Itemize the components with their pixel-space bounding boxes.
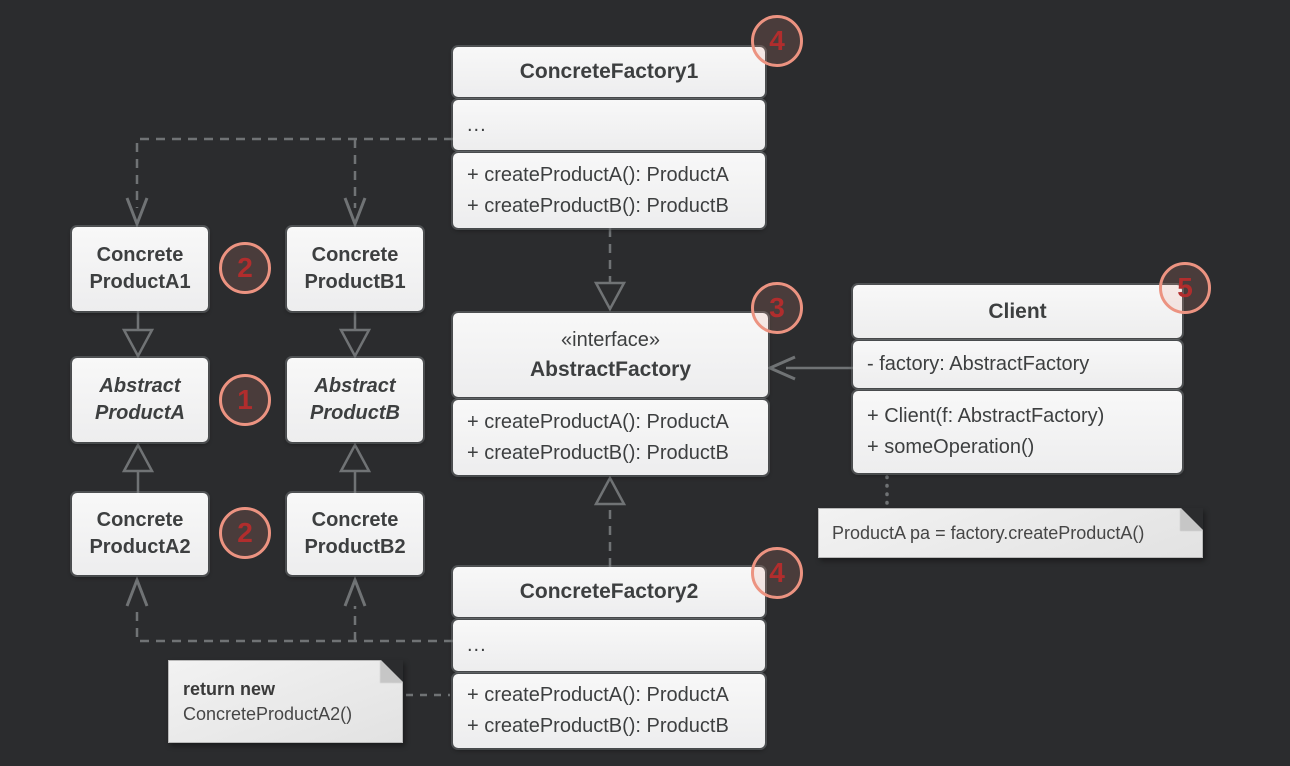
class-concrete-product-b1: Concrete ProductB1 — [287, 227, 423, 311]
class-attributes: - factory: AbstractFactory — [853, 341, 1182, 388]
class-title: Concrete ProductA1 — [72, 227, 208, 311]
arrow-productb2-implements-abstractproductb — [338, 442, 372, 493]
class-client: Client - factory: AbstractFactory + Clie… — [853, 285, 1182, 473]
class-methods: + createProductA(): ProductA + createPro… — [453, 400, 768, 475]
note-text-line2: ConcreteProductA2() — [183, 703, 353, 724]
arrow-factory1-creates-products — [125, 137, 453, 229]
class-fields-ellipsis: ... — [453, 100, 765, 150]
arrow-productb1-implements-abstractproductb — [338, 311, 372, 359]
method-create-product-b: + createProductB(): ProductB — [467, 441, 729, 464]
note-text: ProductA pa = factory.createProductA() — [832, 522, 1145, 543]
class-title: Concrete ProductB1 — [287, 227, 423, 311]
class-abstract-product-a: Abstract ProductA — [72, 358, 208, 442]
method-client-constructor: + Client(f: AbstractFactory) — [867, 405, 1105, 427]
class-concrete-product-b2: Concrete ProductB2 — [287, 493, 423, 575]
class-concrete-factory-1: ConcreteFactory1 ... + createProductA():… — [453, 47, 765, 228]
arrow-factory2-creates-products — [125, 575, 453, 643]
badge-concrete-products-row2: 2 — [219, 507, 271, 559]
class-title: «interface» AbstractFactory — [453, 313, 768, 397]
class-methods: + createProductA(): ProductA + createPro… — [453, 674, 765, 748]
arrow-factory2-implements-abstractfactory — [593, 475, 627, 567]
class-title: ConcreteFactory1 — [453, 47, 765, 97]
note-text-line1: return new — [183, 678, 276, 699]
badge-client: 5 — [1159, 262, 1211, 314]
class-title: Concrete ProductB2 — [287, 493, 423, 575]
arrow-producta2-implements-abstractproducta — [121, 442, 155, 493]
method-some-operation: + someOperation() — [867, 436, 1035, 458]
badge-concrete-factory-2: 4 — [751, 547, 803, 599]
class-title: Abstract ProductA — [72, 358, 208, 442]
class-title: Client — [853, 285, 1182, 338]
method-create-product-a: + createProductA(): ProductA — [467, 163, 729, 186]
arrow-factory1-implements-abstractfactory — [593, 228, 627, 312]
class-abstract-factory: «interface» AbstractFactory + createProd… — [453, 313, 768, 475]
class-methods: + createProductA(): ProductA + createPro… — [453, 153, 765, 228]
method-create-product-b: + createProductB(): ProductB — [467, 194, 729, 217]
badge-abstract-products: 1 — [219, 374, 271, 426]
attribute-factory: - factory: AbstractFactory — [867, 353, 1090, 375]
arrow-client-uses-abstractfactory — [766, 355, 853, 381]
stereotype-interface: «interface» — [561, 329, 660, 351]
class-concrete-product-a2: Concrete ProductA2 — [72, 493, 208, 575]
class-abstract-product-b: Abstract ProductB — [287, 358, 423, 442]
badge-abstract-factory: 3 — [751, 282, 803, 334]
badge-concrete-factory-1: 4 — [751, 15, 803, 67]
note-client-code: ProductA pa = factory.createProductA() — [818, 508, 1203, 558]
method-create-product-a: + createProductA(): ProductA — [467, 684, 729, 706]
badge-concrete-products-row1: 2 — [219, 242, 271, 294]
class-title: ConcreteFactory2 — [453, 567, 765, 617]
method-create-product-a: + createProductA(): ProductA — [467, 410, 729, 433]
class-concrete-product-a1: Concrete ProductA1 — [72, 227, 208, 311]
class-methods: + Client(f: AbstractFactory) + someOpera… — [853, 391, 1182, 473]
class-fields-ellipsis: ... — [453, 620, 765, 671]
method-create-product-b: + createProductB(): ProductB — [467, 715, 729, 737]
arrow-producta1-implements-abstractproducta — [121, 311, 155, 359]
class-concrete-factory-2: ConcreteFactory2 ... + createProductA():… — [453, 567, 765, 748]
class-title: Abstract ProductB — [287, 358, 423, 442]
class-title: Concrete ProductA2 — [72, 493, 208, 575]
note-factory-code: return new ConcreteProductA2() — [168, 660, 403, 743]
